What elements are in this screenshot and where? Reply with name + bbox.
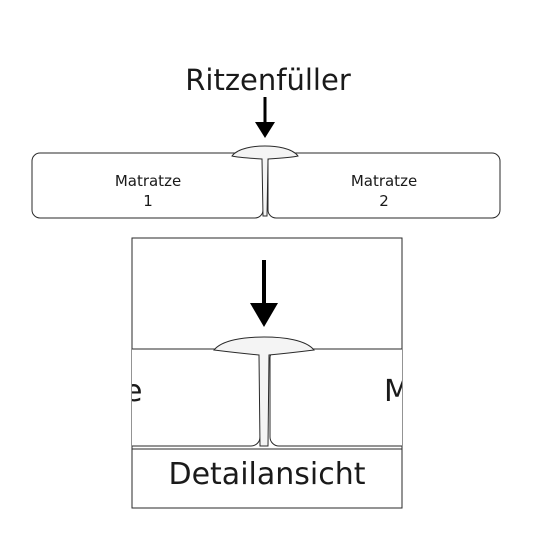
detail-mattress-2 xyxy=(269,348,402,447)
gap-filler-detail xyxy=(213,336,315,447)
detail-arrow-down-icon xyxy=(250,260,278,327)
mattress-1-label: Matratze xyxy=(115,172,181,190)
mattress-2-number: 2 xyxy=(379,192,389,210)
detail-right-fragment: M xyxy=(384,374,410,409)
detail-left-fragment: e xyxy=(124,374,142,409)
diagram-title: Ritzenfüller xyxy=(185,63,351,97)
mattress-2-label: Matratze xyxy=(351,172,417,190)
mattress-1: Matratze 1 xyxy=(31,152,264,219)
mattress-2: Matratze 2 xyxy=(267,152,501,219)
detail-view-label: Detailansicht xyxy=(168,457,365,492)
mattress-1-number: 1 xyxy=(143,192,153,210)
arrow-down-icon xyxy=(255,97,275,138)
gap-filler-small xyxy=(231,145,299,217)
